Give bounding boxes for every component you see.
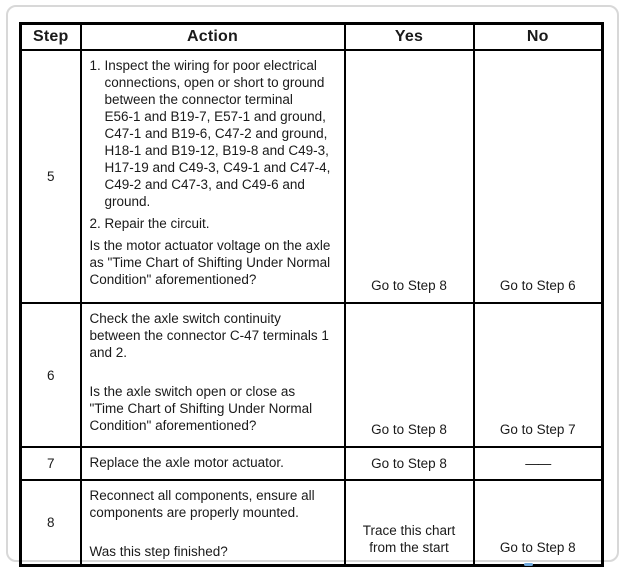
no-cell: Go to Step 8: [472, 479, 604, 567]
decision-line: Go to Step 7: [499, 422, 576, 437]
header-step: Step: [19, 22, 82, 51]
decision-line: Trace this chart: [362, 523, 456, 538]
text-line: ground.: [104, 194, 151, 209]
decision-line: Go to Step 8: [371, 456, 447, 471]
step-cell: 6: [19, 302, 82, 448]
text-line: components are properly mounted.: [89, 505, 299, 520]
table-row: 6 Check the axle switch continuity between…: [19, 302, 604, 448]
text-line: H17-19 and C49-3, C49-1 and C47-4,: [104, 160, 331, 175]
yes-cell: Go to Step 8: [343, 446, 475, 481]
action-paragraph: Is the motor actuator voltage on the axl…: [90, 237, 336, 288]
no-cell: ——: [472, 446, 604, 481]
text-line: between the connector C-47 terminals 1: [89, 328, 329, 343]
header-row: Step Action Yes No: [19, 22, 604, 51]
decision-line-dash: ——: [525, 456, 551, 471]
no-cell: Go to Step 6: [472, 49, 604, 304]
text-line: "Time Chart of Shifting Under Normal: [89, 401, 313, 416]
decision-line: from the start: [369, 540, 449, 555]
list-text: Inspect the wiring for poor electrical co…: [105, 57, 336, 210]
decision-line: Go to Step 8: [371, 278, 447, 293]
action-paragraph: Reconnect all components, ensure all comp…: [90, 487, 336, 521]
text-line: Repair the circuit.: [104, 216, 210, 231]
blue-dot-artifact: [524, 563, 533, 566]
yes-cell: Go to Step 8: [343, 302, 475, 448]
list-number: 1.: [89, 58, 101, 73]
text-line: Check the axle switch continuity: [89, 311, 281, 326]
text-line: E56-1 and B19-7, E57-1 and ground,: [104, 109, 326, 124]
text-line: as "Time Chart of Shifting Under Normal: [89, 255, 331, 270]
list-text: Repair the circuit.: [105, 215, 336, 232]
yes-cell: Trace this chart from the start: [343, 479, 475, 567]
action-paragraph: Replace the axle motor actuator.: [90, 454, 336, 471]
text-line: Is the motor actuator voltage on the axl…: [89, 238, 331, 253]
decision-line: Go to Step 6: [499, 278, 576, 293]
text-line: between the connector terminal: [104, 92, 293, 107]
table-row: 7 Replace the axle motor actuator. Go to S…: [19, 446, 604, 481]
step-cell: 8: [19, 479, 82, 567]
no-cell: Go to Step 7: [472, 302, 604, 448]
step-cell: 7: [19, 446, 82, 481]
paragraph-spacer: [90, 366, 336, 378]
text-line: Replace the axle motor actuator.: [89, 455, 284, 470]
action-cell: Reconnect all components, ensure all comp…: [79, 479, 346, 567]
decision-line: Go to Step 8: [371, 422, 447, 437]
text-line: Reconnect all components, ensure all: [89, 488, 315, 503]
text-line: Condition" aforementioned?: [89, 272, 257, 287]
action-cell: Replace the axle motor actuator.: [79, 446, 346, 481]
header-yes: Yes: [343, 22, 475, 51]
table-row: 8 Reconnect all components, ensure all com…: [19, 479, 604, 567]
text-line: Inspect the wiring for poor electrical: [104, 58, 317, 73]
action-paragraph: Is the axle switch open or close as "Time…: [90, 383, 336, 434]
step-cell: 5: [19, 49, 82, 304]
action-paragraph: 1.Inspect the wiring for poor electrical…: [90, 57, 336, 210]
header-action: Action: [79, 22, 346, 51]
header-no: No: [472, 22, 604, 51]
action-paragraph: Check the axle switch continuity between …: [90, 310, 336, 361]
action-paragraph: 2.Repair the circuit.: [90, 215, 336, 232]
paragraph-spacer: [90, 526, 336, 538]
table-header: Step Action Yes No: [19, 22, 604, 51]
text-line: C47-1 and B19-6, C47-2 and ground,: [104, 126, 328, 141]
action-cell: Check the axle switch continuity between …: [79, 302, 346, 448]
action-cell: 1.Inspect the wiring for poor electrical…: [79, 49, 346, 304]
action-paragraph: Was this step finished?: [90, 543, 336, 560]
text-line: and 2.: [89, 345, 128, 360]
decision-line: Go to Step 8: [499, 540, 576, 555]
text-line: H18-1 and B19-12, B19-8 and C49-3,: [104, 143, 329, 158]
text-line: Condition" aforementioned?: [89, 418, 257, 433]
yes-cell: Go to Step 8: [343, 49, 475, 304]
text-line: Is the axle switch open or close as: [89, 384, 296, 399]
list-number: 2.: [89, 216, 101, 231]
text-line: C49-2 and C47-3, and C49-6 and: [104, 177, 305, 192]
text-line: connections, open or short to ground: [104, 75, 325, 90]
text-line: Was this step finished?: [89, 544, 228, 559]
